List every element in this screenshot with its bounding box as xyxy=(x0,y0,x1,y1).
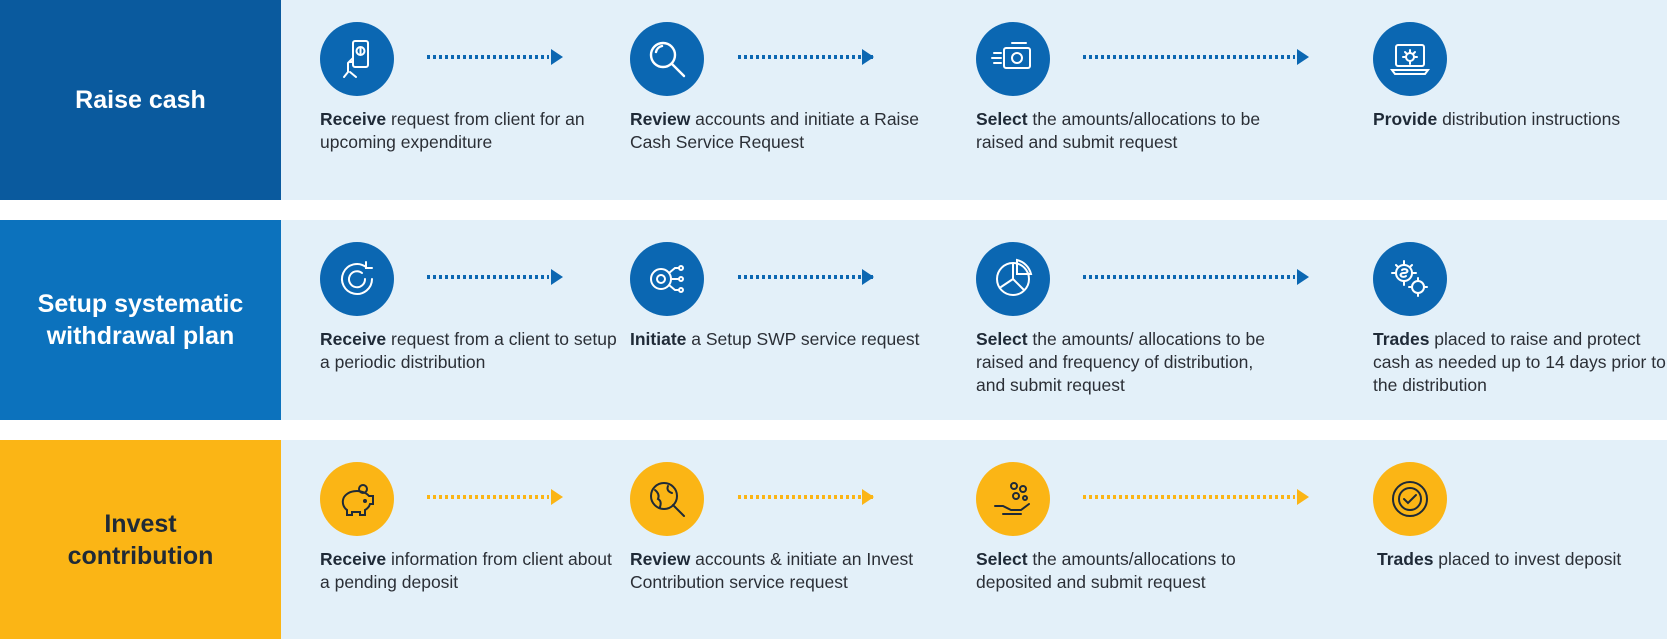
pie-chart-icon xyxy=(976,242,1050,316)
step-description: Trades placed to invest deposit xyxy=(1377,548,1667,571)
step-text: the amounts/allocations to be raised and… xyxy=(976,109,1261,152)
row-label-invest-contribution: Invest contribution xyxy=(0,440,281,639)
step-description: Provide distribution instructions xyxy=(1373,108,1667,131)
step-text: distribution instructions xyxy=(1437,109,1621,129)
step-keyword: Trades xyxy=(1373,329,1430,349)
dotted-arrow xyxy=(427,49,563,65)
step-description: Receive request from a client to setup a… xyxy=(320,328,620,374)
laptop-gear-icon xyxy=(1373,22,1447,96)
step-keyword: Review xyxy=(630,109,691,129)
step-text: accounts and initiate a Raise Cash Servi… xyxy=(630,109,919,152)
row-panel: Receive request from a client to setup a… xyxy=(281,220,1667,420)
row-panel: Receive information from client about a … xyxy=(281,440,1667,639)
moving-cash-icon xyxy=(976,22,1050,96)
step-keyword: Select xyxy=(976,549,1028,569)
step-keyword: Select xyxy=(976,109,1028,129)
dotted-arrow xyxy=(1083,269,1309,285)
dotted-arrow xyxy=(738,269,876,285)
step-text: placed to invest deposit xyxy=(1433,549,1622,569)
globe-magnifier-icon xyxy=(630,462,704,536)
step-text: request from a client to setup a periodi… xyxy=(320,329,617,372)
row-panel: Receive request from client for an upcom… xyxy=(281,0,1667,200)
step-keyword: Select xyxy=(976,329,1028,349)
step-keyword: Initiate xyxy=(630,329,687,349)
row-setup-swp: Setup systematic withdrawal plan Receive… xyxy=(0,220,1667,420)
step-description: Select the amounts/ allocations to be ra… xyxy=(976,328,1276,397)
row-raise-cash: Raise cash Receive request from client f… xyxy=(0,0,1667,200)
circular-arrows-icon xyxy=(320,242,394,316)
step-description: Review accounts & initiate an Invest Con… xyxy=(630,548,930,594)
step-text: placed to raise and protect cash as need… xyxy=(1373,329,1666,395)
dotted-arrow xyxy=(427,269,563,285)
dotted-arrow xyxy=(1083,49,1309,65)
hand-phone-dollar-icon xyxy=(320,22,394,96)
row-label-raise-cash: Raise cash xyxy=(0,0,281,200)
piggy-bank-icon xyxy=(320,462,394,536)
step-text: information from client about a pending … xyxy=(320,549,612,592)
circuit-hand-icon xyxy=(630,242,704,316)
step-text: request from client for an upcoming expe… xyxy=(320,109,585,152)
dotted-arrow xyxy=(738,49,876,65)
gears-dollar-icon xyxy=(1373,242,1447,316)
step-keyword: Receive xyxy=(320,329,387,349)
step-keyword: Receive xyxy=(320,549,387,569)
step-keyword: Receive xyxy=(320,109,387,129)
step-description: Select the amounts/allocations to be rai… xyxy=(976,108,1276,154)
magnifier-icon xyxy=(630,22,704,96)
row-invest-contribution: Invest contribution Receive information … xyxy=(0,440,1667,639)
step-text: the amounts/ allocations to be raised an… xyxy=(976,329,1265,395)
hand-coins-icon xyxy=(976,462,1050,536)
step-keyword: Provide xyxy=(1373,109,1438,129)
step-text: accounts & initiate an Invest Contributi… xyxy=(630,549,914,592)
step-keyword: Review xyxy=(630,549,691,569)
check-circle-icon xyxy=(1373,462,1447,536)
step-description: Receive request from client for an upcom… xyxy=(320,108,620,154)
row-label-setup-swp: Setup systematic withdrawal plan xyxy=(0,220,281,420)
dotted-arrow xyxy=(427,489,563,505)
dotted-arrow xyxy=(738,489,876,505)
step-description: Receive information from client about a … xyxy=(320,548,620,594)
step-keyword: Trades xyxy=(1377,549,1434,569)
step-description: Trades placed to raise and protect cash … xyxy=(1373,328,1667,397)
step-description: Select the amounts/allocations to deposi… xyxy=(976,548,1276,594)
step-description: Initiate a Setup SWP service request xyxy=(630,328,930,351)
step-text: the amounts/allocations to deposited and… xyxy=(976,549,1236,592)
step-description: Review accounts and initiate a Raise Cas… xyxy=(630,108,930,154)
step-text: a Setup SWP service request xyxy=(686,329,920,349)
dotted-arrow xyxy=(1083,489,1309,505)
